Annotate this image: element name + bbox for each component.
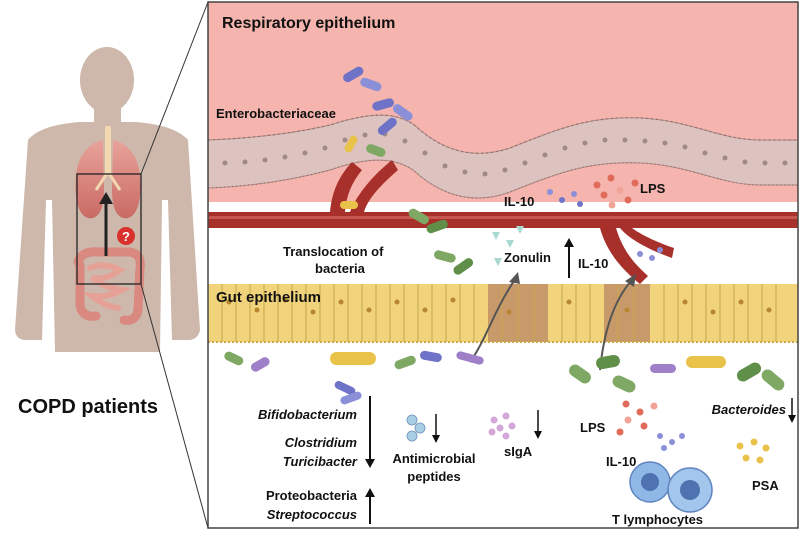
patients-label: COPD patients <box>18 396 158 418</box>
siga-down-arrow-icon <box>534 410 542 439</box>
intestines <box>73 247 145 325</box>
leaky-junction-right <box>604 284 650 342</box>
zonulin-triangles <box>492 226 524 266</box>
psa-dots <box>736 438 770 464</box>
enterobacteriaceae-label: Enterobacteriaceae <box>216 106 336 121</box>
antimicrobial-label-line1: Antimicrobial <box>392 451 475 466</box>
blood-vessel <box>208 212 798 228</box>
zonulin-up-arrow-icon <box>564 238 574 278</box>
zonulin-label: Zonulin <box>504 250 551 265</box>
lps-bottom-label: LPS <box>580 420 606 435</box>
translocation-label-line2: bacteria <box>315 261 366 276</box>
focus-box <box>76 173 142 285</box>
proteobacteria-up-arrow-icon <box>365 488 375 524</box>
enterobacteriaceae-cluster <box>343 66 413 157</box>
bifidobacterium-label: Bifidobacterium <box>258 407 357 422</box>
t-lymphocytes-label: T lymphocytes <box>612 512 703 527</box>
il10-dots-bottom <box>657 433 685 451</box>
antimicrobial-down-arrow-icon <box>432 414 440 443</box>
lps-top-label: LPS <box>640 181 666 196</box>
streptococcus-label: Streptococcus <box>267 507 357 522</box>
siga-icon <box>488 412 516 440</box>
vessel-branch-left <box>330 162 362 212</box>
translocating-bacteria <box>340 201 474 275</box>
il10-mid-label: IL-10 <box>578 256 608 271</box>
turicibacter-label: Turicibacter <box>283 454 358 469</box>
translocation-label-line1: Translocation of <box>283 244 384 259</box>
antimicrobial-peptides-icon <box>406 414 426 442</box>
gut-epithelium <box>208 284 798 343</box>
il10-dots-vessel <box>637 247 663 261</box>
antimicrobial-label-line2: peptides <box>407 469 460 484</box>
il10-dots-top <box>547 189 583 207</box>
il10-top-label: IL-10 <box>504 194 534 209</box>
gut-bacteria-right <box>569 354 785 393</box>
siga-label: sIgA <box>504 444 533 459</box>
t-lymphocytes-icon <box>629 461 713 513</box>
bifidobacterium-icon <box>334 381 362 405</box>
clostridium-label: Clostridium <box>285 435 358 450</box>
respiratory-epithelium <box>208 114 798 199</box>
question-mark: ? <box>122 229 130 244</box>
psa-label: PSA <box>752 478 779 493</box>
vessel-branch-right <box>600 228 648 284</box>
gut-bacteria-left <box>224 350 484 372</box>
zoom-line-top <box>140 1 209 175</box>
lungs <box>75 126 141 219</box>
il10-bottom-label: IL-10 <box>606 454 636 469</box>
question-icon <box>117 227 135 245</box>
lps-dots-bottom <box>616 400 658 436</box>
main-panel-frame <box>207 1 799 529</box>
up-arrow-head-icon <box>99 192 113 204</box>
bifidobacterium-down-arrow-icon <box>365 396 375 468</box>
bacteroides-label: Bacteroides <box>712 402 786 417</box>
zoom-line-bottom <box>140 283 209 529</box>
bacteroides-down-arrow-icon <box>788 398 796 423</box>
gut-title: Gut epithelium <box>216 289 321 306</box>
lps-dots-top <box>593 174 639 209</box>
proteobacteria-label: Proteobacteria <box>266 488 358 503</box>
respiratory-title: Respiratory epithelium <box>222 15 395 32</box>
